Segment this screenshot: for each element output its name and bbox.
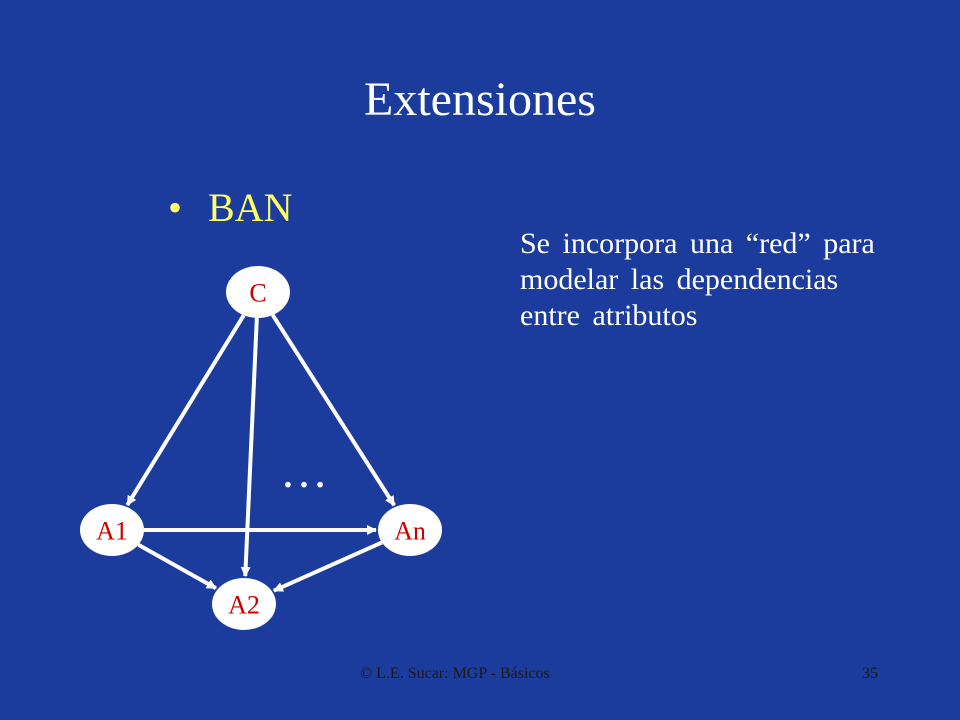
edge-c-a1 (125, 314, 246, 507)
node-a2: A2 (212, 578, 276, 630)
footer-credit: © L.E. Sucar: MGP - Básicos (360, 665, 550, 682)
node-an: An (378, 504, 442, 556)
ellipsis-dots: … (280, 445, 332, 498)
node-an-shape (378, 504, 442, 556)
edge-c-an (271, 314, 396, 507)
bullet-item: • BAN (168, 184, 292, 232)
slide-title: Extensiones (364, 73, 596, 126)
node-a1: A1 (80, 504, 144, 556)
node-a2-label: A2 (228, 591, 260, 620)
description-text: Se incorpora una “red” para modelar las … (520, 227, 875, 332)
bullet-text: BAN (208, 185, 293, 230)
node-c: C (226, 266, 290, 318)
node-c-label: C (249, 279, 266, 308)
node-a2-shape (212, 578, 276, 630)
bullet-symbol: • (168, 185, 183, 230)
node-an-label: An (394, 517, 426, 546)
page-number: 35 (862, 665, 878, 682)
edge-a1-a2 (137, 543, 217, 591)
edge-an-a2 (272, 540, 383, 593)
node-a1-shape (80, 504, 144, 556)
node-a1-label: A1 (96, 517, 128, 546)
edge-c-a2 (240, 317, 259, 578)
node-c-shape (226, 266, 290, 318)
